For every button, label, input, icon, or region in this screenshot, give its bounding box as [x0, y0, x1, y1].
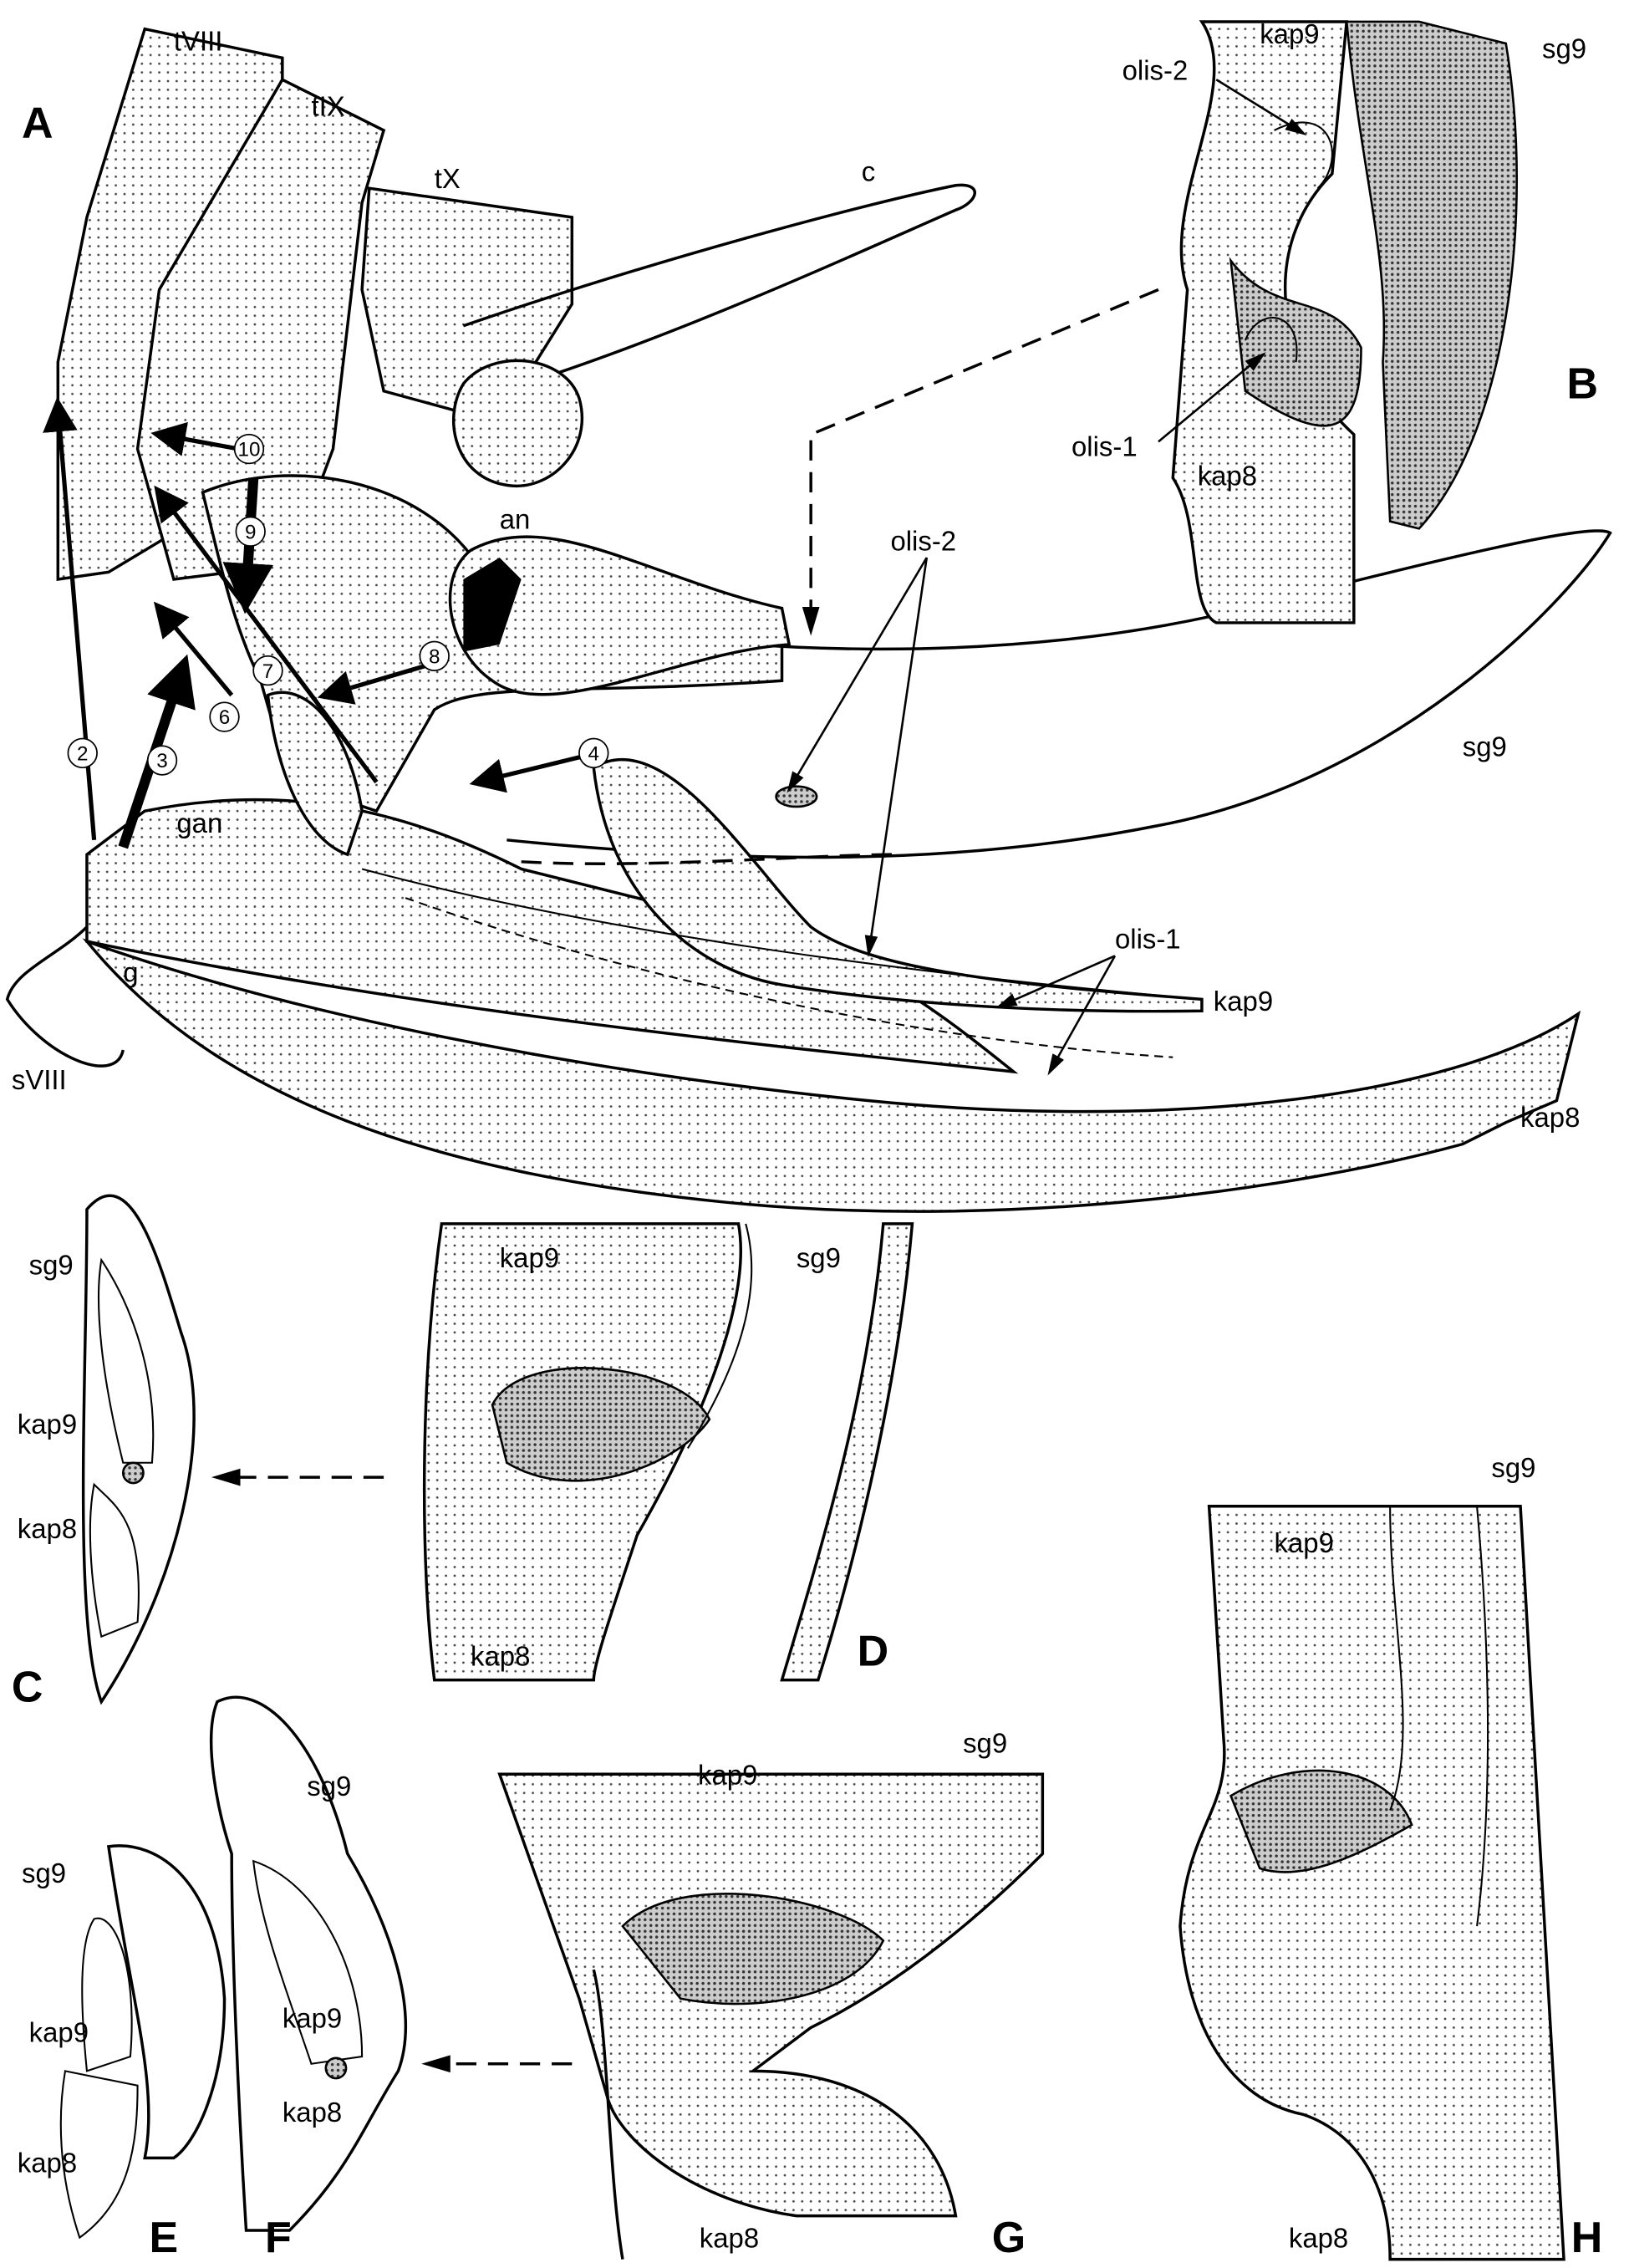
f-label-kap8: kap8 [283, 2097, 342, 2128]
label-kap8: kap8 [1520, 1102, 1580, 1133]
label-sviii: sVIII [12, 1064, 67, 1095]
c-label-kap9: kap9 [18, 1409, 77, 1440]
f-label-kap9: kap9 [283, 2002, 342, 2033]
b-label-sg9: sg9 [1542, 33, 1586, 64]
muscle-4: 4 [588, 743, 600, 766]
panel-f: sg9 kap9 kap8 F [209, 1695, 573, 2262]
panel-h: kap9 sg9 kap8 H [1178, 1452, 1603, 2262]
label-kap9: kap9 [1214, 986, 1273, 1017]
g-label-kap9: kap9 [698, 1759, 757, 1790]
muscle-2: 2 [77, 743, 89, 766]
h-label-kap8: kap8 [1289, 2223, 1348, 2254]
muscle-arrow-7 [154, 485, 379, 784]
d-label-kap8: kap8 [471, 1640, 530, 1671]
dorsal-valvula [448, 535, 792, 696]
label-olis-1: olis-1 [1115, 924, 1181, 955]
muscle-arrow-10 [150, 421, 240, 456]
panel-c: sg9 kap9 kap8 C [12, 1194, 384, 1712]
label-g: g [123, 957, 138, 988]
valve-kap8 [82, 938, 1581, 1213]
e-label-sg9: sg9 [22, 1858, 66, 1888]
e-label-kap9: kap9 [29, 2017, 89, 2048]
panel-g: kap9 sg9 kap8 G [497, 1727, 1045, 2262]
g-label-sg9: sg9 [963, 1727, 1007, 1758]
muscle-7: 7 [262, 660, 274, 683]
cross-section-marker [775, 785, 818, 808]
anal-lobe [451, 359, 584, 488]
panel-d: kap9 sg9 kap8 D [422, 1222, 914, 1682]
panel-a: 2 3 4 6 7 8 9 10 A tVIII tIX tX c an oli… [5, 26, 1612, 1213]
muscle-10: 10 [237, 439, 260, 461]
label-tix: tIX [311, 91, 344, 122]
panel-label-a: A [22, 99, 53, 148]
c-label-kap8: kap8 [18, 1513, 77, 1544]
panel-label-h: H [1571, 2214, 1603, 2262]
cercus [462, 183, 976, 400]
label-sg9: sg9 [1463, 731, 1507, 762]
c-label-sg9: sg9 [29, 1250, 74, 1281]
e-label-kap8: kap8 [18, 2148, 77, 2179]
b-label-olis-1: olis-1 [1072, 431, 1138, 462]
label-tx: tX [435, 163, 461, 194]
muscle-number-labels: 2 3 4 6 7 8 9 10 [67, 433, 609, 776]
panel-label-g: G [992, 2214, 1026, 2262]
panel-b: kap9 sg9 olis-2 olis-1 kap8 B [1072, 18, 1599, 624]
label-c: c [862, 156, 875, 187]
black-sclerite [463, 557, 522, 652]
panel-e: sg9 kap9 kap8 E [18, 1844, 227, 2262]
panel-label-b: B [1567, 359, 1599, 408]
label-gan: gan [176, 808, 222, 838]
muscle-3: 3 [156, 750, 168, 772]
muscle-9: 9 [245, 521, 257, 543]
label-an: an [500, 503, 531, 534]
h-label-kap9: kap9 [1275, 1527, 1334, 1558]
muscle-arrow-6 [153, 601, 234, 697]
sheath-sg9 [491, 529, 1612, 859]
panel-label-f: F [265, 2214, 292, 2262]
b-label-kap8: kap8 [1198, 460, 1257, 491]
h-label-sg9: sg9 [1491, 1452, 1535, 1483]
panel-label-c: C [12, 1664, 43, 1712]
b-label-olis-2: olis-2 [1122, 54, 1189, 85]
b-label-kap9: kap9 [1260, 18, 1319, 49]
panel-label-d: D [858, 1627, 889, 1675]
gonangulum [266, 691, 364, 857]
label-olis-2: olis-2 [890, 525, 956, 556]
d-label-sg9: sg9 [797, 1242, 841, 1273]
label-tviii: tVIII [174, 26, 223, 57]
muscle-6: 6 [219, 706, 231, 729]
panel-label-e: E [149, 2214, 178, 2262]
muscle-8: 8 [429, 645, 440, 668]
g-label-kap8: kap8 [700, 2223, 759, 2254]
sternite-viii [5, 925, 125, 1068]
muscle-arrow-2 [43, 396, 97, 841]
d-label-kap9: kap9 [500, 1242, 559, 1273]
f-label-sg9: sg9 [307, 1771, 351, 1802]
